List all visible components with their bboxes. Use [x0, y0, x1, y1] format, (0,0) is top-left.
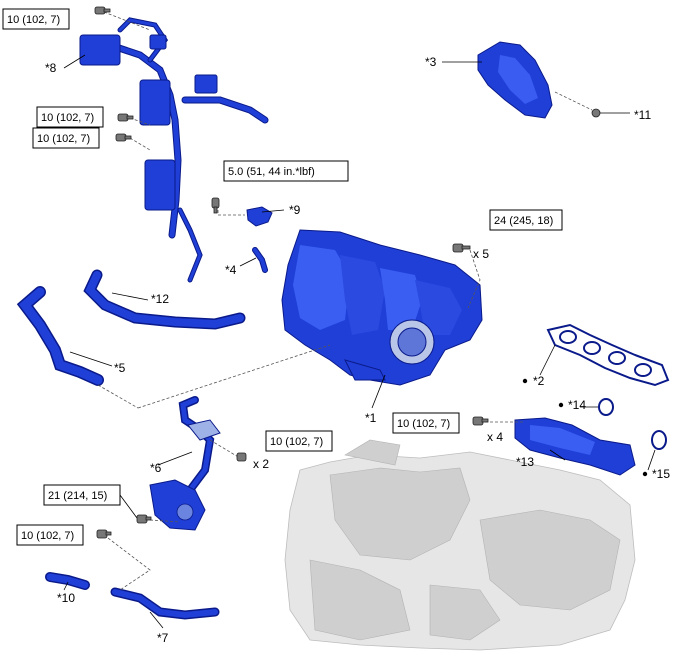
callout-part-8: *8 — [45, 61, 57, 75]
callout-part-6: *6 — [150, 461, 162, 475]
callout-part-13: *13 — [516, 455, 534, 469]
hose-part-12 — [83, 269, 246, 330]
bolt-icon — [94, 6, 111, 15]
bolt-icon — [236, 452, 247, 462]
torque-value: 10 (102, 7) — [41, 112, 94, 124]
pipe-part-6 — [178, 396, 221, 494]
torque-spec-t8: 21 (214, 15) — [43, 484, 121, 506]
torque-value: 10 (102, 7) — [37, 133, 90, 145]
callout-part-1: *1 — [365, 411, 377, 425]
bracket-part-3 — [477, 41, 553, 119]
torque-spec-t7: 10 (102, 7) — [265, 430, 333, 452]
hose-part-7 — [110, 587, 220, 620]
callout-part-3: *3 — [425, 55, 437, 69]
callout-part-12: *12 — [151, 292, 169, 306]
leader-lines — [63, 54, 656, 629]
torque-spec-t2: 10 (102, 7) — [36, 106, 104, 128]
torque-spec-t4: 5.0 (51, 44 in.*lbf) — [223, 160, 349, 182]
quantity-label: x 2 — [253, 457, 269, 471]
callout-part-15: *15 — [652, 467, 670, 481]
torque-spec-t9: 10 (102, 7) — [16, 524, 84, 546]
gasket-part-2 — [546, 323, 670, 387]
callout-part-10: *10 — [57, 591, 75, 605]
bolt-icon — [472, 416, 489, 426]
bullet-dot — [642, 471, 648, 477]
intake-manifold-part-1 — [281, 229, 483, 386]
o-ring-part-14 — [598, 398, 614, 416]
hose-part-5 — [16, 286, 104, 386]
torque-spec-t5: 24 (245, 18) — [489, 209, 563, 231]
bolt-icon — [452, 243, 471, 253]
valve-assembly — [149, 479, 206, 531]
bolt-icon — [117, 113, 134, 122]
bolt-icon — [591, 108, 601, 118]
bolt-icon — [211, 197, 220, 214]
torque-value: 10 (102, 7) — [21, 530, 74, 542]
callout-part-4: *4 — [225, 263, 237, 277]
engine-assembly-background — [284, 439, 636, 651]
bolts — [94, 6, 601, 539]
torque-value: 10 (102, 7) — [7, 14, 60, 26]
pipe-part-13 — [514, 417, 636, 476]
bolt-icon — [136, 514, 152, 524]
gasket-part-15 — [651, 430, 667, 450]
quantity-label: x 4 — [487, 430, 503, 444]
torque-value: 10 (102, 7) — [397, 418, 450, 430]
bolt-icon — [115, 133, 132, 142]
torque-value: 5.0 (51, 44 in.*lbf) — [228, 166, 315, 178]
callout-part-11: *11 — [634, 108, 651, 122]
quantity-label: x 5 — [473, 247, 489, 261]
callout-part-2: *2 — [533, 374, 545, 388]
hose-part-4 — [252, 247, 268, 273]
torque-value: 21 (214, 15) — [48, 490, 107, 502]
bullet-dot — [522, 378, 528, 384]
torque-value: 24 (245, 18) — [494, 215, 553, 227]
torque-spec-t3: 10 (102, 7) — [32, 127, 100, 149]
bullet-dot — [558, 402, 564, 408]
hose-part-10 — [45, 572, 90, 590]
callout-part-14: *14 — [568, 398, 586, 412]
torque-spec-t1: 10 (102, 7) — [2, 8, 70, 30]
callout-part-9: *9 — [289, 203, 301, 217]
alignment-lines — [97, 11, 593, 591]
torque-value: 10 (102, 7) — [270, 436, 323, 448]
callout-part-5: *5 — [114, 361, 126, 375]
bolt-icon — [96, 529, 112, 539]
wire-harness-part-8 — [79, 17, 269, 283]
torque-spec-t6: 10 (102, 7) — [392, 412, 460, 434]
bracket-part-9 — [246, 206, 273, 227]
callout-part-7: *7 — [157, 631, 169, 645]
